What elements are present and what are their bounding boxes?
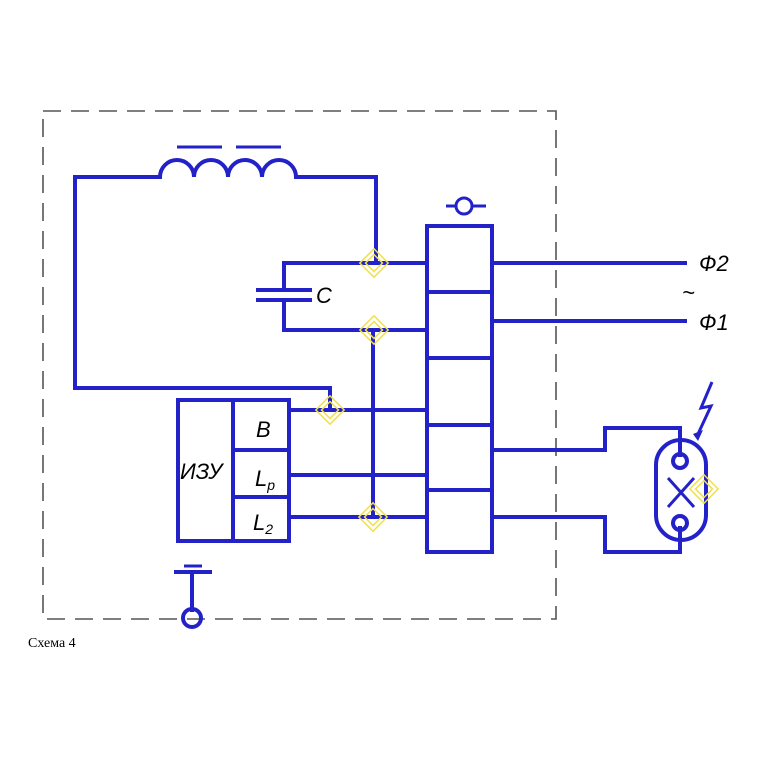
wire-lamp-top xyxy=(490,426,682,457)
ac-symbol: ~ xyxy=(682,280,695,305)
inductor-choke xyxy=(73,145,378,265)
enclosure-frame xyxy=(42,110,557,620)
node-marker xyxy=(314,394,346,426)
phase-2-label: Ф2 xyxy=(699,251,729,276)
figure-caption: Схема 4 xyxy=(28,636,76,651)
wire-lamp-bottom xyxy=(490,515,682,554)
terminal-block xyxy=(425,196,494,554)
terminal-l2-sub: 2 xyxy=(264,521,273,537)
terminal-lp-label: Lp xyxy=(255,466,275,493)
node-marker xyxy=(357,501,389,533)
ground-terminal xyxy=(174,564,212,629)
terminal-l2-label: L2 xyxy=(253,510,273,537)
terminal-l2-main: L xyxy=(253,510,265,535)
lightning-icon xyxy=(693,381,714,441)
node-marker xyxy=(688,473,720,505)
node-marker xyxy=(358,247,390,279)
node-marker xyxy=(358,314,390,346)
discharge-lamp xyxy=(654,438,708,542)
terminal-b-label: B xyxy=(256,417,271,442)
igniter-label: ИЗУ xyxy=(180,459,224,484)
wire-left-loop xyxy=(73,175,332,412)
terminal-lp-main: L xyxy=(255,466,267,491)
capacitor-label: C xyxy=(316,283,332,308)
node-markers xyxy=(314,247,720,533)
igniter-block: ИЗУ B Lp L2 xyxy=(176,398,291,543)
capacitor: C xyxy=(256,261,378,332)
terminal-lp-sub: p xyxy=(266,477,275,493)
phase-1-label: Ф1 xyxy=(699,310,729,335)
